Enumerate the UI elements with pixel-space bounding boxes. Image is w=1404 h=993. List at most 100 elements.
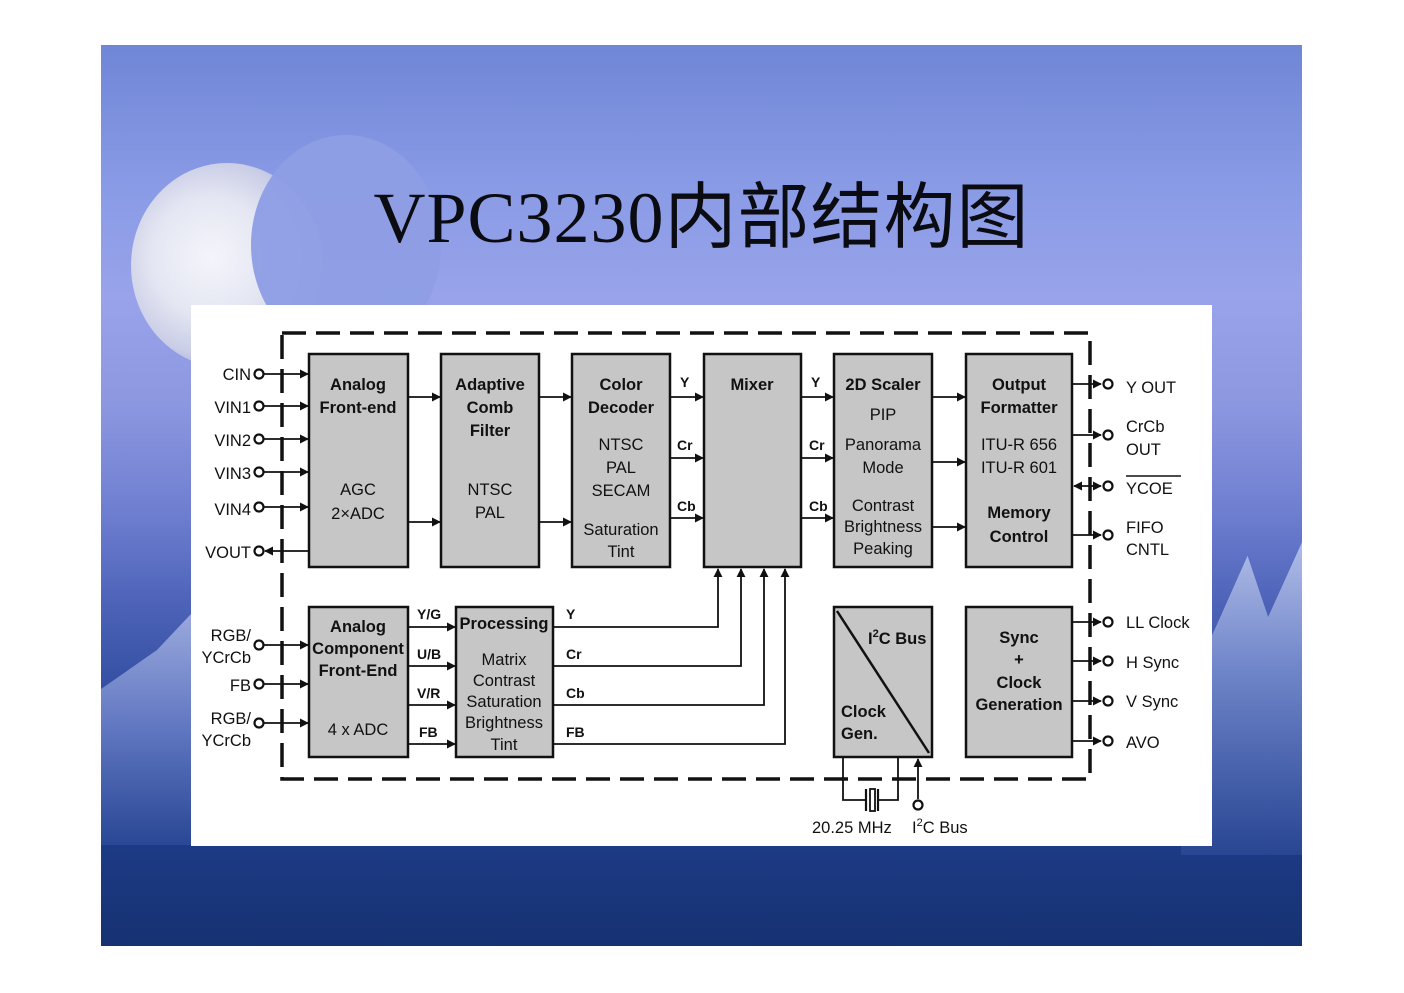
svg-text:Cr: Cr [809, 437, 825, 453]
svg-text:NTSC: NTSC [599, 436, 644, 454]
svg-text:VIN2: VIN2 [214, 432, 251, 450]
svg-text:I2C Bus: I2C Bus [868, 628, 926, 648]
svg-text:Y: Y [566, 606, 576, 622]
bottom-input-pins: RGB/ YCrCb FB RGB/ YCrCb [201, 627, 309, 750]
svg-text:Mode: Mode [862, 459, 903, 477]
svg-text:2D Scaler: 2D Scaler [845, 376, 921, 394]
svg-text:H Sync: H Sync [1126, 654, 1179, 672]
svg-text:Contrast: Contrast [852, 497, 915, 515]
svg-text:AVO: AVO [1126, 734, 1160, 752]
svg-text:Cr: Cr [677, 437, 693, 453]
svg-text:PIP: PIP [870, 406, 897, 424]
svg-text:Panorama: Panorama [845, 436, 922, 454]
svg-text:+: + [1014, 651, 1024, 669]
bottom-output-pins: LL Clock H Sync V Sync AVO [1072, 614, 1190, 752]
svg-text:Brightness: Brightness [844, 518, 922, 536]
svg-text:Decoder: Decoder [588, 399, 655, 417]
svg-text:Saturation: Saturation [466, 693, 541, 711]
svg-text:Color: Color [599, 376, 643, 394]
svg-text:Sync: Sync [999, 629, 1038, 647]
svg-text:Adaptive: Adaptive [455, 376, 525, 394]
svg-text:CIN: CIN [223, 366, 251, 384]
svg-text:Analog: Analog [330, 618, 386, 636]
svg-text:FB: FB [419, 724, 438, 740]
svg-text:V Sync: V Sync [1126, 693, 1178, 711]
comb-filter-block: Adaptive Comb Filter NTSC PAL [439, 352, 541, 569]
svg-text:4 x ADC: 4 x ADC [328, 721, 389, 739]
svg-text:CNTL: CNTL [1126, 541, 1169, 559]
svg-text:Y: Y [811, 374, 821, 390]
svg-text:Matrix: Matrix [482, 651, 528, 669]
svg-text:Processing: Processing [460, 615, 549, 633]
svg-text:Tint: Tint [491, 736, 518, 754]
svg-text:I2C Bus: I2C Bus [912, 817, 968, 837]
svg-text:Front-End: Front-End [319, 662, 398, 680]
svg-text:Gen.: Gen. [841, 725, 878, 743]
svg-text:Y/G: Y/G [417, 606, 441, 622]
block-diagram: Analog Front-end AGC 2×ADC Adaptive Comb… [201, 331, 1190, 837]
top-input-pins: CIN VIN1 VIN2 VIN3 VIN4 VOUT [205, 366, 309, 562]
svg-text:RGB/: RGB/ [211, 627, 252, 645]
svg-text:VIN3: VIN3 [214, 465, 251, 483]
top-output-pins: Y OUT CrCb OUT YCOE FIFO CNTL [1072, 378, 1181, 559]
clock-block: I2C Bus Clock Gen. [832, 605, 934, 759]
svg-text:Formatter: Formatter [980, 399, 1058, 417]
svg-text:RGB/: RGB/ [211, 710, 252, 728]
svg-text:SECAM: SECAM [592, 482, 651, 500]
svg-text:Cb: Cb [566, 685, 585, 701]
svg-text:FB: FB [566, 724, 585, 740]
crystal-and-bus: 20.25 MHz I2C Bus [812, 757, 968, 837]
sync-block: Sync + Clock Generation [964, 605, 1074, 759]
top-row-connections: Y Cr Cb Y Cr Cb [408, 374, 966, 532]
svg-text:Component: Component [312, 640, 404, 658]
svg-text:Saturation: Saturation [583, 521, 658, 539]
svg-text:Front-end: Front-end [320, 399, 397, 417]
svg-text:Brightness: Brightness [465, 714, 543, 732]
svg-text:Clock: Clock [841, 703, 887, 721]
svg-text:LL Clock: LL Clock [1126, 614, 1190, 632]
analog-component-block: Analog Component Front-End 4 x ADC [307, 605, 410, 759]
svg-text:VIN4: VIN4 [214, 501, 251, 519]
svg-text:Cb: Cb [809, 498, 828, 514]
chip-boundary [280, 331, 1092, 781]
svg-text:ITU-R 656: ITU-R 656 [981, 436, 1057, 454]
analog-frontend-block: Analog Front-end AGC 2×ADC [307, 352, 410, 569]
output-formatter-block: Output Formatter ITU-R 656 ITU-R 601 Mem… [964, 352, 1074, 569]
svg-text:2×ADC: 2×ADC [331, 505, 385, 523]
svg-text:Generation: Generation [975, 696, 1062, 714]
svg-text:PAL: PAL [606, 459, 636, 477]
svg-text:AGC: AGC [340, 481, 376, 499]
slide-title: VPC3230内部结构图 [373, 178, 1030, 258]
svg-text:Tint: Tint [608, 543, 635, 561]
svg-text:VOUT: VOUT [205, 544, 251, 562]
svg-text:NTSC: NTSC [468, 481, 513, 499]
svg-text:20.25 MHz: 20.25 MHz [812, 819, 892, 837]
svg-text:V/R: V/R [417, 685, 440, 701]
svg-text:Peaking: Peaking [853, 540, 913, 558]
svg-text:FB: FB [230, 677, 251, 695]
svg-text:Cr: Cr [566, 646, 582, 662]
svg-text:Analog: Analog [330, 376, 386, 394]
svg-text:U/B: U/B [417, 646, 441, 662]
color-decoder-block: Color Decoder NTSC PAL SECAM Saturation … [570, 352, 672, 569]
svg-text:Mixer: Mixer [730, 376, 774, 394]
svg-text:VIN1: VIN1 [214, 399, 251, 417]
svg-text:Filter: Filter [470, 422, 511, 440]
bottom-row-connections: Y/G U/B V/R FB Y Cr Cb FB [408, 568, 790, 749]
svg-text:ITU-R 601: ITU-R 601 [981, 459, 1057, 477]
svg-text:YCrCb: YCrCb [201, 649, 251, 667]
svg-text:FIFO: FIFO [1126, 519, 1164, 537]
svg-text:Y OUT: Y OUT [1126, 379, 1176, 397]
scaler-block: 2D Scaler PIP Panorama Mode Contrast Bri… [832, 352, 934, 569]
svg-text:YCrCb: YCrCb [201, 732, 251, 750]
svg-text:Y: Y [680, 374, 690, 390]
svg-text:Cb: Cb [677, 498, 696, 514]
svg-text:CrCb: CrCb [1126, 418, 1165, 436]
svg-text:Comb: Comb [467, 399, 514, 417]
svg-text:Control: Control [990, 528, 1049, 546]
svg-text:Output: Output [992, 376, 1047, 394]
svg-text:PAL: PAL [475, 504, 505, 522]
svg-text:OUT: OUT [1126, 441, 1161, 459]
mixer-block: Mixer [702, 352, 803, 569]
svg-text:Contrast: Contrast [473, 672, 536, 690]
